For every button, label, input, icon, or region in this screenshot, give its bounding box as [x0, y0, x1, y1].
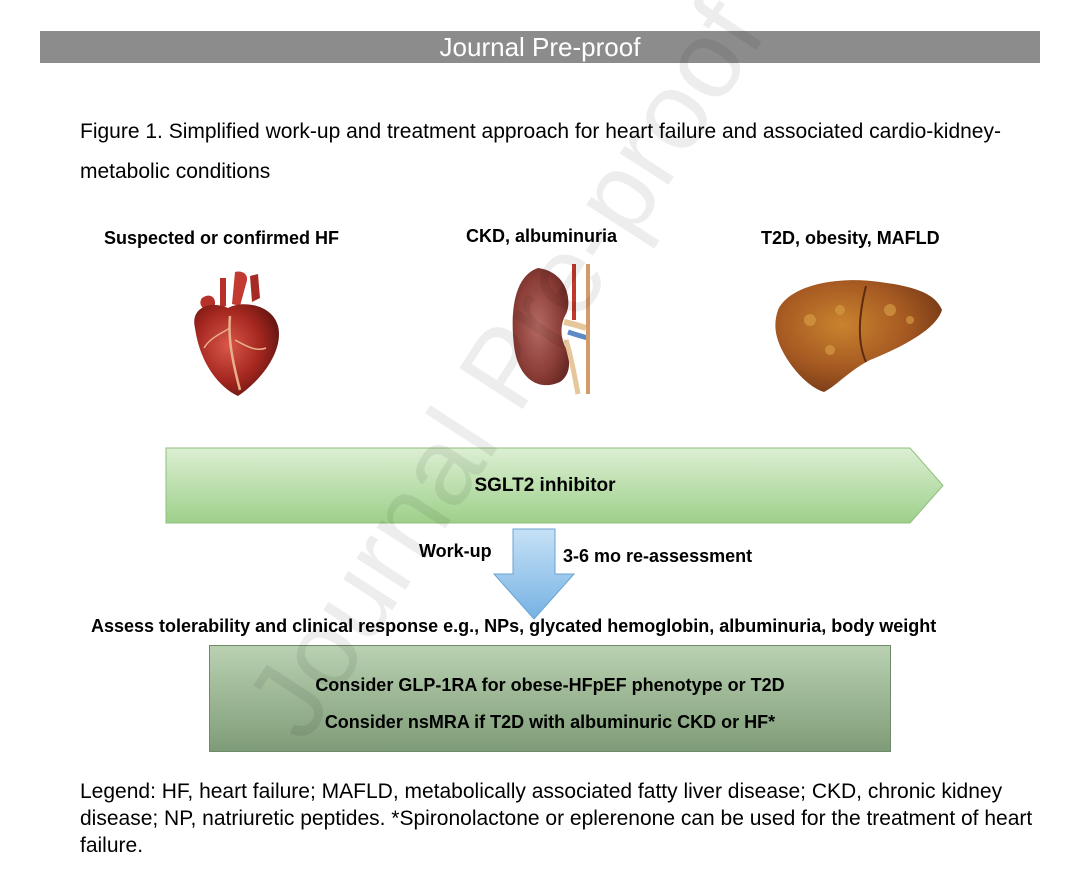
reassessment-label: 3-6 mo re-assessment: [563, 546, 753, 566]
assess-label: Assess tolerability and clinical respons…: [91, 616, 937, 636]
kidney-icon: [512, 264, 590, 395]
figure-legend: Legend: HF, heart failure; MAFLD, metabo…: [80, 780, 1033, 857]
consider-box: Consider GLP-1RA for obese-HFpEF phenoty…: [209, 645, 891, 752]
consider-nsmra: Consider nsMRA if T2D with albuminuric C…: [324, 712, 776, 732]
journal-banner: Journal Pre-proof: [40, 31, 1040, 63]
workup-label: Work-up: [419, 541, 492, 561]
down-arrow: [493, 528, 575, 620]
sglt2-arrow: [165, 447, 944, 524]
liver-icon: [775, 280, 942, 392]
figure-caption: Figure 1. Simplified work-up and treatme…: [80, 120, 1001, 183]
column-title-hf: Suspected or confirmed HF: [104, 228, 340, 248]
column-title-t2d: T2D, obesity, MAFLD: [761, 228, 940, 248]
column-title-ckd: CKD, albuminuria: [466, 226, 618, 246]
consider-glp1ra: Consider GLP-1RA for obese-HFpEF phenoty…: [315, 675, 785, 695]
heart-icon: [194, 271, 279, 396]
sglt2-label: SGLT2 inhibitor: [474, 475, 616, 496]
